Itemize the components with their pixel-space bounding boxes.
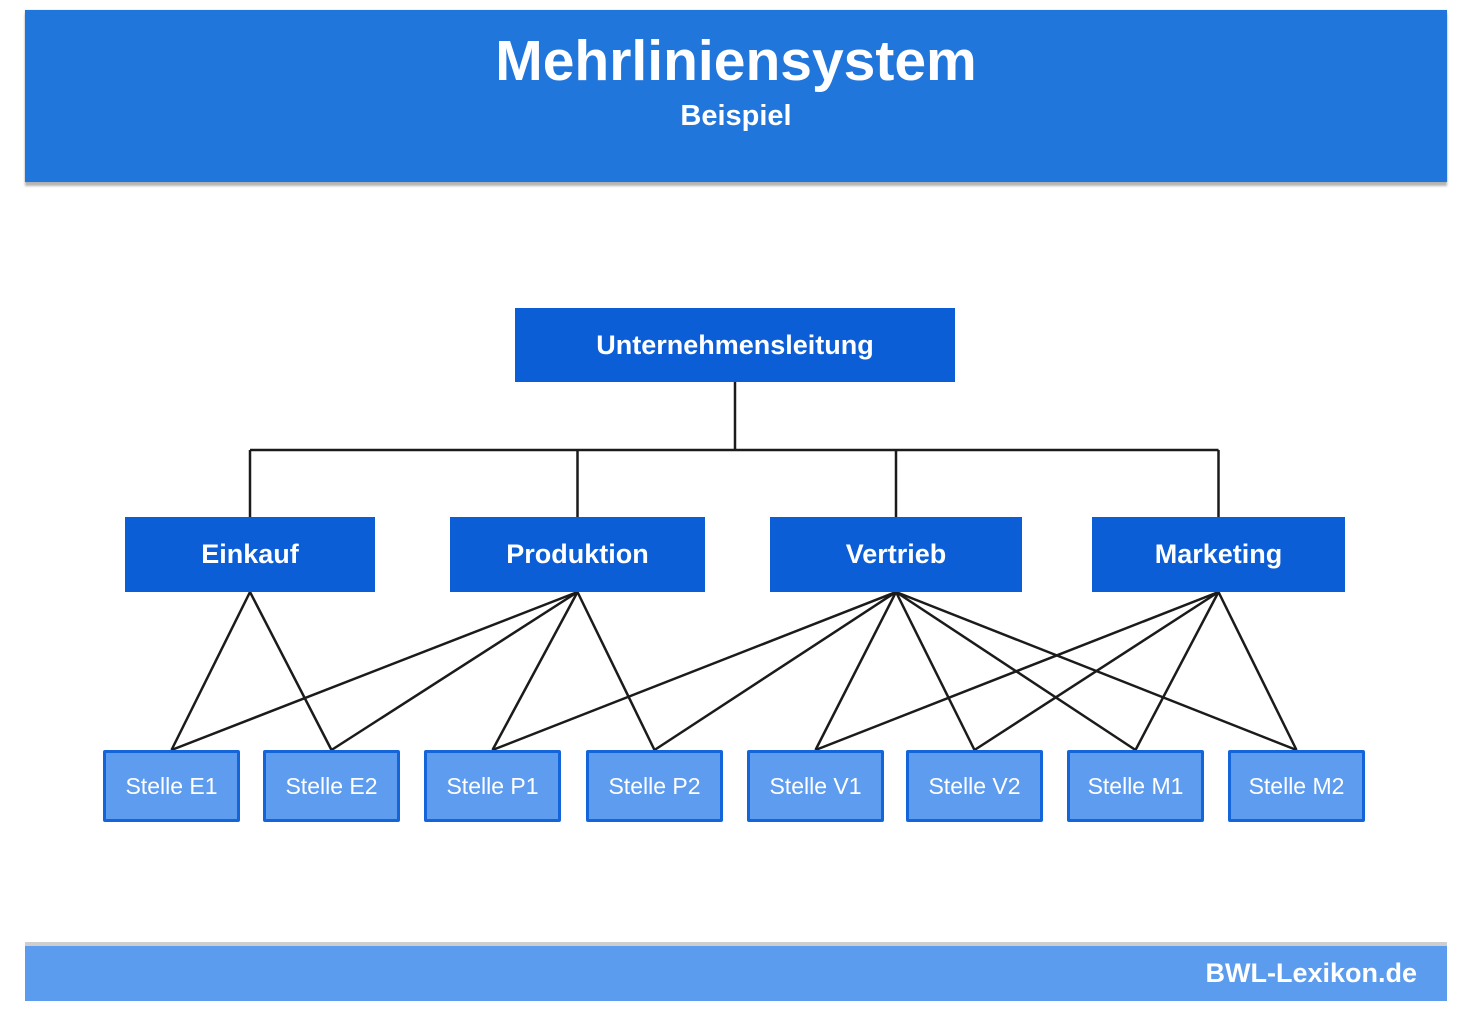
connector: [816, 592, 1219, 750]
connector: [1219, 592, 1297, 750]
node-produktion: Produktion: [450, 517, 705, 592]
node-marketing: Marketing: [1092, 517, 1345, 592]
node-vertrieb: Vertrieb: [770, 517, 1022, 592]
connector: [332, 592, 578, 750]
brand-label: BWL-Lexikon.de: [1205, 958, 1417, 989]
node-e2: Stelle E2: [263, 750, 400, 822]
connector: [578, 592, 655, 750]
node-e1: Stelle E1: [103, 750, 240, 822]
connector: [493, 592, 578, 750]
connector: [896, 592, 975, 750]
node-p2: Stelle P2: [586, 750, 723, 822]
connector: [975, 592, 1219, 750]
connector: [655, 592, 897, 750]
connector: [1136, 592, 1219, 750]
node-m2: Stelle M2: [1228, 750, 1365, 822]
node-einkauf: Einkauf: [125, 517, 375, 592]
connector: [250, 592, 332, 750]
connector: [172, 592, 251, 750]
node-unternehmensleitung: Unternehmensleitung: [515, 308, 955, 382]
footer-bar: BWL-Lexikon.de: [25, 946, 1447, 1001]
node-p1: Stelle P1: [424, 750, 561, 822]
node-m1: Stelle M1: [1067, 750, 1204, 822]
node-v2: Stelle V2: [906, 750, 1043, 822]
connector: [493, 592, 897, 750]
connector: [816, 592, 897, 750]
node-v1: Stelle V1: [747, 750, 884, 822]
connector: [172, 592, 578, 750]
